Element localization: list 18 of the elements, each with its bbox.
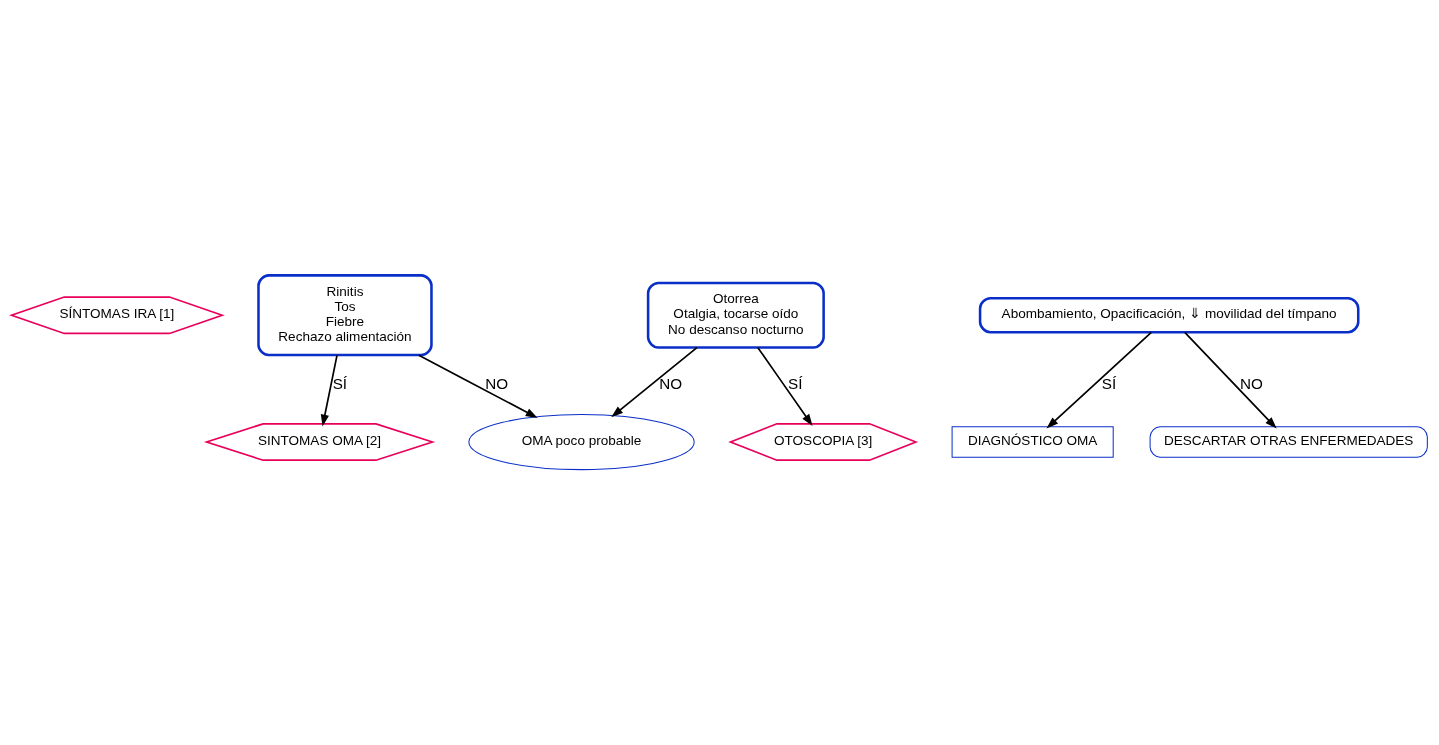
- arrow: [418, 354, 538, 418]
- node-box: DIAGNÓSTICO OMA: [951, 426, 1114, 458]
- edge-label: SÍ: [332, 374, 348, 392]
- node-box: Otorrea Otalgia, tocarse oído No descanso nocturno: [646, 281, 825, 349]
- arrow: [1183, 331, 1277, 429]
- arrow: [320, 354, 338, 427]
- edge-label: NO: [659, 374, 683, 392]
- node-box: Abombamiento, Opacificación, ⇓ movilidad del tímpano: [978, 297, 1360, 334]
- arrow: [1046, 331, 1153, 429]
- node-box: DESCARTAR OTRAS ENFERMEDADES: [1149, 426, 1428, 458]
- node-box: Rinitis Tos Fiebre Rechazo alimentación: [257, 274, 433, 357]
- edge-label: NO: [485, 374, 509, 392]
- edge-label: SÍ: [788, 374, 803, 392]
- edge-label: SÍ: [1101, 374, 1117, 392]
- arrow: [757, 346, 813, 426]
- node-ellipse: OMA poco probable: [468, 413, 695, 471]
- arrow: [611, 346, 698, 418]
- edge-label: NO: [1239, 374, 1263, 392]
